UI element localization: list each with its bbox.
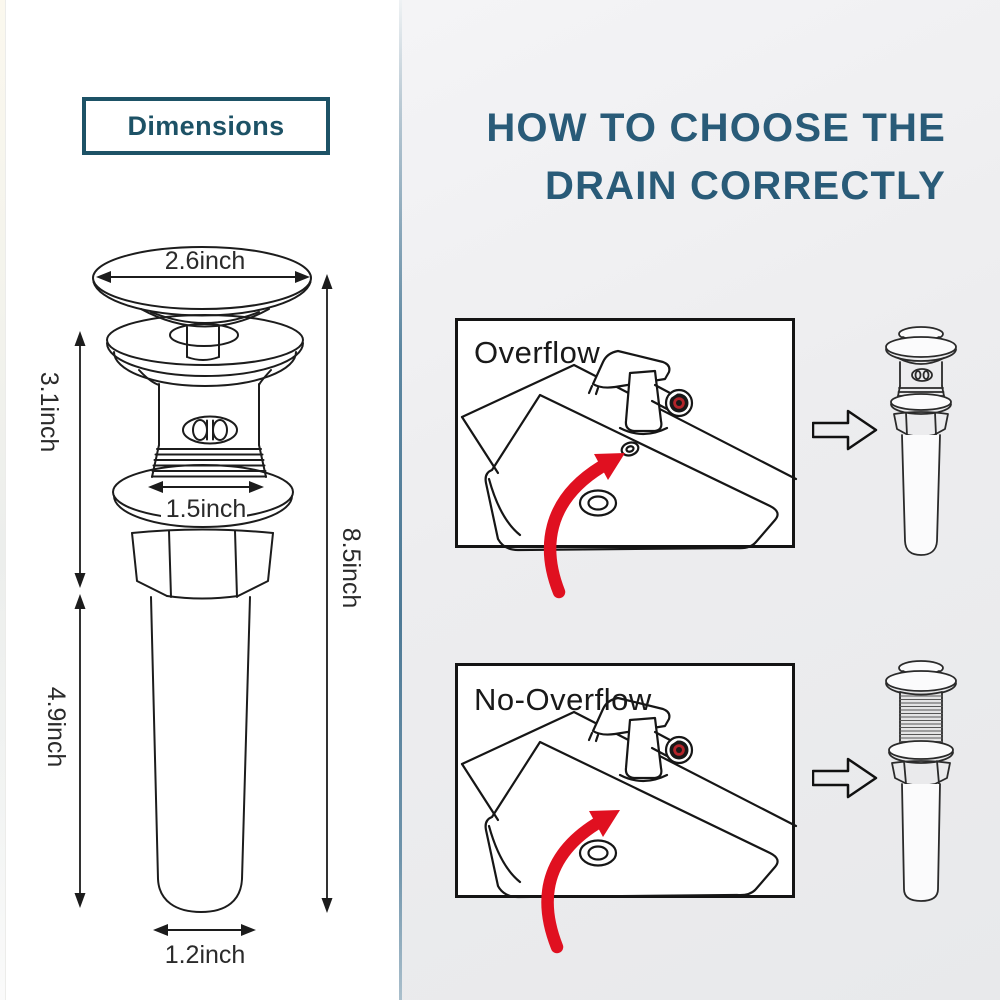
page-title: HOW TO CHOOSE THE DRAIN CORRECTLY [420,99,946,215]
no-overflow-drain-illustration [885,660,957,902]
threaded-column [899,691,943,743]
overflow-hole [911,368,933,382]
overall-height-dimension: 8.5inch [321,274,365,913]
overflow-hole [182,415,238,445]
dimensions-badge: Dimensions [82,97,330,155]
faucet [587,349,694,436]
tailpipe [150,596,251,913]
red-curved-arrow-icon [543,453,625,599]
section-divider [399,0,402,1000]
hex-nut [131,528,274,600]
page-title-line1: HOW TO CHOOSE THE [486,106,946,150]
drain-hole [578,839,618,867]
right-block-arrow-icon [812,757,878,799]
drain-hole [578,489,618,517]
drain-dimension-drawing: 2.6inch [35,246,365,969]
tail-length-dimension: 4.9inch [42,594,86,908]
thread-diameter-label: 1.5inch [166,495,247,523]
tailpipe-diameter-label: 1.2inch [165,941,246,969]
no-overflow-panel: No-Overflow [455,663,798,954]
overflow-hole [620,441,640,457]
drain-body [158,383,260,446]
faucet [587,696,694,783]
cap-diameter-dimension: 2.6inch [96,247,310,283]
cap-diameter-label: 2.6inch [165,247,246,275]
overflow-panel-label: Overflow [474,335,600,370]
overall-height-label: 8.5inch [337,528,365,609]
upper-height-label: 3.1inch [35,372,63,453]
thread-diameter-dimension: 1.5inch [148,481,264,523]
no-overflow-panel-label: No-Overflow [474,682,652,717]
upper-height-dimension: 3.1inch [35,331,86,588]
red-curved-arrow-icon [541,810,620,954]
left-edge-strip [0,0,6,1000]
thread-section [151,444,267,478]
stopper-and-flange [106,308,304,387]
tail-length-label: 4.9inch [42,687,70,768]
dimensions-badge-label: Dimensions [127,110,285,141]
right-block-arrow-icon [812,409,878,451]
tailpipe-diameter-dimension: 1.2inch [153,924,256,969]
sink-illustration [460,349,798,552]
overflow-drain-illustration [885,326,957,556]
overflow-panel: Overflow [455,318,798,599]
page-title-line2: DRAIN CORRECTLY [545,164,946,208]
sink-illustration [460,696,798,899]
